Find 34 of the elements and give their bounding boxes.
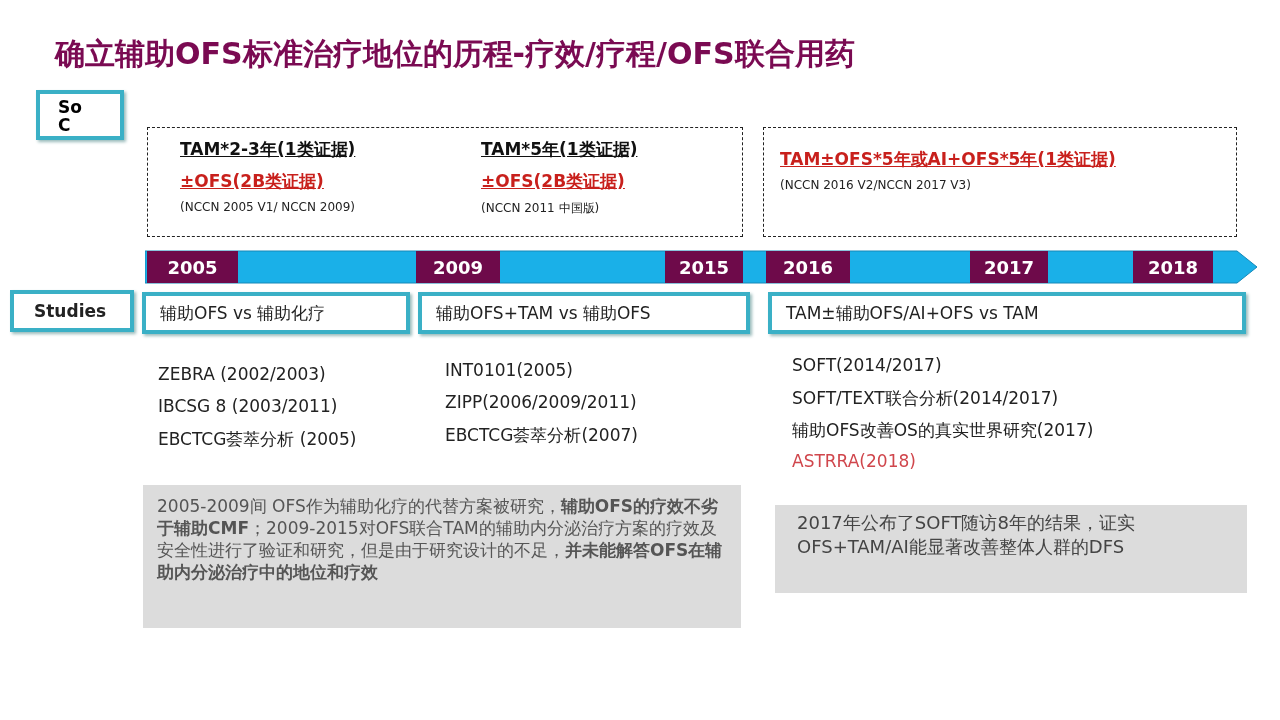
- recommendation-text: TAM*5年(1类证据): [481, 138, 638, 161]
- study-name: EBCTCG荟萃分析(2007): [445, 424, 638, 447]
- source-note: (NCCN 2005 V1/ NCCN 2009): [180, 200, 355, 214]
- study-name: ZIPP(2006/2009/2011): [445, 392, 637, 412]
- summary-note: 2017年公布了SOFT随访8年的结果，证实OFS+TAM/AI能显著改善整体人群的DFS: [775, 505, 1247, 593]
- study-name: SOFT(2014/2017): [792, 355, 942, 375]
- recommendation-text: TAM*2-3年(1类证据): [180, 138, 356, 161]
- study-name: SOFT/TEXT联合分析(2014/2017): [792, 387, 1059, 410]
- study-name: EBCTCG荟萃分析 (2005): [158, 428, 357, 451]
- recommendation-text: ±OFS(2B类证据): [481, 170, 625, 193]
- year-marker: 2009: [416, 251, 500, 283]
- year-marker: 2015: [665, 251, 743, 283]
- category-box: 辅助OFS+TAM vs 辅助OFS: [418, 292, 750, 334]
- year-marker: 2018: [1133, 251, 1213, 283]
- slide-title: 确立辅助OFS标准治疗地位的历程-疗效/疗程/OFS联合用药: [55, 35, 855, 73]
- source-note: (NCCN 2016 V2/NCCN 2017 V3): [780, 178, 971, 192]
- study-name: 辅助OFS改善OS的真实世界研究(2017): [792, 419, 1094, 442]
- study-name: ZEBRA (2002/2003): [158, 364, 326, 384]
- recommendation-text: ±OFS(2B类证据): [180, 170, 324, 193]
- recommendation-text: TAM±OFS*5年或AI+OFS*5年(1类证据): [780, 148, 1116, 171]
- study-name: ASTRRA(2018): [792, 451, 916, 471]
- study-name: IBCSG 8 (2003/2011): [158, 396, 338, 416]
- row-label: Studies: [10, 290, 134, 332]
- soc-label-box: SoC: [36, 90, 124, 140]
- category-box: 辅助OFS vs 辅助化疗: [142, 292, 410, 334]
- year-marker: 2016: [766, 251, 850, 283]
- guideline-box: [763, 127, 1237, 237]
- study-name: INT0101(2005): [445, 360, 573, 380]
- year-marker: 2017: [970, 251, 1048, 283]
- category-box: TAM±辅助OFS/AI+OFS vs TAM: [768, 292, 1246, 334]
- source-note: (NCCN 2011 中国版): [481, 200, 600, 217]
- summary-note: 2005-2009间 OFS作为辅助化疗的代替方案被研究，辅助OFS的疗效不劣于辅助CMF；2009-2015对OFS联合TAM的辅助内分泌治疗方案的疗效及安全性进行了验证和研究，但是由于研究设计的不足，并未能解答OFS在辅助内分泌治疗中的地位和疗效: [143, 485, 741, 628]
- guideline-box: [147, 127, 743, 237]
- year-marker: 2005: [147, 251, 238, 283]
